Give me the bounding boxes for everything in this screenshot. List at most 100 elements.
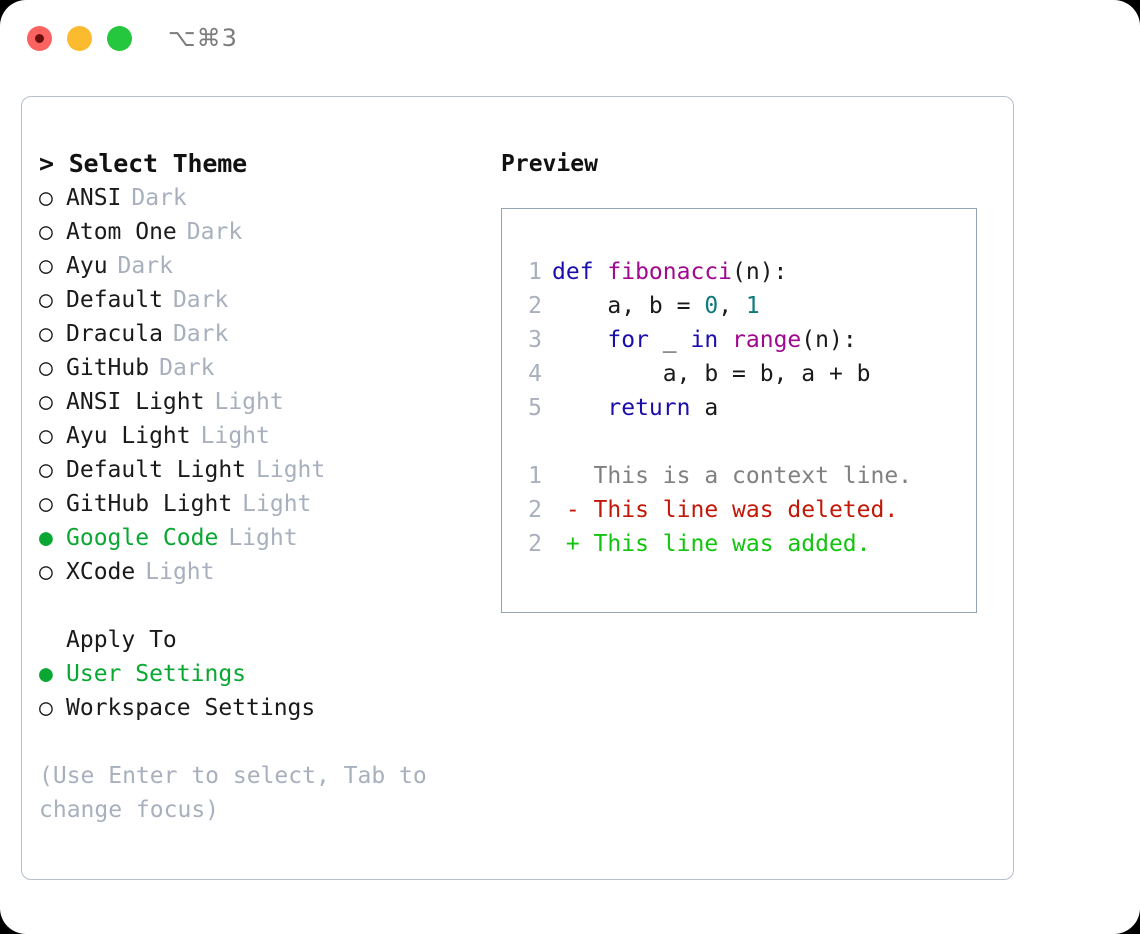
theme-option-label: Default Light	[66, 457, 247, 483]
code-line: 3 for _ in range(n):	[518, 323, 912, 357]
code-line: 4 a, b = b, a + b	[518, 357, 912, 391]
code-line: 5 return a	[518, 391, 912, 425]
apply-to-option-label: User Settings	[66, 661, 247, 687]
code-token: 1	[745, 293, 760, 319]
theme-option-label: GitHub	[66, 355, 150, 381]
radio-unselected-icon: ○	[39, 695, 53, 721]
close-button-icon[interactable]	[27, 26, 52, 51]
line-number: 2	[528, 497, 542, 523]
apply-to-option-user-settings[interactable]: ● User Settings	[39, 657, 489, 691]
theme-option-github[interactable]: ○ GitHub Dark	[39, 351, 489, 385]
theme-option-kind: Dark	[172, 287, 229, 313]
line-number: 2	[528, 531, 542, 557]
diff-text: - This line was deleted.	[552, 497, 899, 523]
line-number: 2	[528, 293, 542, 319]
diff-line: 2 + This line was added.	[518, 527, 912, 561]
code-line: 2 a, b = 0, 1	[518, 289, 912, 323]
line-number: 4	[528, 361, 542, 387]
code-token: in	[690, 327, 733, 353]
preview-title: Preview	[501, 151, 598, 177]
theme-option-xcode[interactable]: ○ XCode Light	[39, 555, 489, 589]
traffic-lights	[27, 26, 132, 51]
code-token: _	[662, 327, 691, 353]
line-number: 1	[528, 463, 542, 489]
radio-selected-icon: ●	[39, 525, 53, 551]
code-token: (n):	[801, 327, 857, 353]
maximize-button-icon[interactable]	[107, 26, 132, 51]
theme-option-kind: Dark	[131, 185, 187, 211]
spacer	[39, 725, 489, 759]
apply-to-option-label: Workspace Settings	[66, 695, 316, 721]
radio-unselected-icon: ○	[39, 491, 53, 517]
diff-line: 1 This is a context line.	[518, 459, 912, 493]
radio-selected-icon: ●	[39, 661, 53, 687]
radio-unselected-icon: ○	[39, 219, 53, 245]
theme-option-kind: Light	[200, 423, 270, 449]
keyboard-hint-text: (Use Enter to select, Tab to change focu…	[39, 763, 441, 823]
radio-unselected-icon: ○	[39, 355, 53, 381]
theme-option-label: Ayu Light	[66, 423, 191, 449]
radio-unselected-icon: ○	[39, 185, 53, 211]
line-number: 5	[528, 395, 542, 421]
code-token: (n):	[732, 259, 788, 285]
theme-option-ansi-light[interactable]: ○ ANSI Light Light	[39, 385, 489, 419]
window-shortcut-label: ⌥⌘3	[168, 24, 238, 52]
theme-option-ayu-light[interactable]: ○ Ayu Light Light	[39, 419, 489, 453]
theme-option-kind: Light	[145, 559, 215, 585]
apply-to-option-workspace-settings[interactable]: ○ Workspace Settings	[39, 691, 489, 725]
page-title: > Select Theme	[39, 149, 247, 178]
code-token: ,	[718, 293, 746, 319]
theme-option-kind: Light	[256, 457, 326, 483]
diff-text: This is a context line.	[552, 463, 913, 489]
theme-option-google-code[interactable]: ● Google Code Light	[39, 521, 489, 555]
code-token: a, b = b, a + b	[552, 361, 871, 387]
theme-option-kind: Light	[214, 389, 284, 415]
code-token: a, b =	[552, 293, 705, 319]
code-token: def	[552, 259, 608, 285]
apply-to-heading: Apply To	[66, 627, 177, 653]
title-bar: ⌥⌘3	[0, 0, 1140, 78]
theme-option-label: Ayu	[66, 253, 108, 279]
theme-option-kind: Dark	[117, 253, 173, 279]
line-number: 1	[528, 259, 542, 285]
theme-option-label: Dracula	[66, 321, 163, 347]
theme-option-kind: Light	[242, 491, 312, 517]
code-token: return	[552, 395, 705, 421]
code-line: 1 def fibonacci(n):	[518, 255, 912, 289]
theme-option-default-light[interactable]: ○ Default Light Light	[39, 453, 489, 487]
theme-option-label: XCode	[66, 559, 136, 585]
radio-unselected-icon: ○	[39, 253, 53, 279]
code-token: a	[704, 395, 719, 421]
diff-text: + This line was added.	[552, 531, 871, 557]
theme-option-kind: Light	[228, 525, 298, 551]
theme-option-ayu[interactable]: ○ Ayu Dark	[39, 249, 489, 283]
radio-unselected-icon: ○	[39, 287, 53, 313]
radio-unselected-icon: ○	[39, 321, 53, 347]
theme-option-label: ANSI Light	[66, 389, 205, 415]
theme-option-label: Google Code	[66, 525, 219, 551]
theme-option-kind: Dark	[186, 219, 243, 245]
code-token: 0	[704, 293, 719, 319]
spacer	[39, 589, 489, 623]
radio-unselected-icon: ○	[39, 559, 53, 585]
code-token: fibonacci	[607, 259, 733, 285]
diff-line: 2 - This line was deleted.	[518, 493, 912, 527]
minimize-button-icon[interactable]	[67, 26, 92, 51]
radio-unselected-icon: ○	[39, 389, 53, 415]
code-token: for	[552, 327, 663, 353]
blank-line	[518, 425, 912, 459]
radio-unselected-icon: ○	[39, 423, 53, 449]
radio-unselected-icon: ○	[39, 457, 53, 483]
theme-option-kind: Dark	[159, 355, 215, 381]
line-number: 3	[528, 327, 542, 353]
